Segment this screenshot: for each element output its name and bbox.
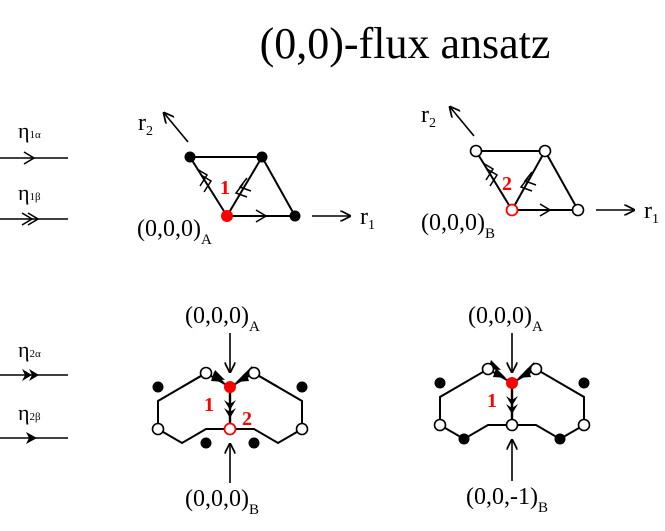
node-filled	[184, 151, 196, 163]
legend-eta-1a-label: η1α	[18, 118, 41, 143]
node-filled	[554, 433, 566, 445]
panel-d-top-label: (0,0,0)A	[468, 303, 543, 335]
node-open	[247, 366, 261, 380]
legend-eta-1b: η1β	[0, 180, 68, 226]
double-filled-arrowhead-icon	[224, 400, 236, 418]
single-open-arrowhead-icon	[539, 203, 552, 217]
node-filled	[289, 210, 301, 222]
panel-d-mark: 1	[487, 390, 497, 412]
legend-eta-2b: η2β	[0, 400, 68, 444]
legend-eta-1a: η1α	[0, 118, 68, 165]
panel-b-bond-arrows	[482, 162, 552, 217]
panel-b-r2-label: r2	[421, 102, 436, 131]
panel-c-mark-right: 2	[242, 408, 252, 430]
panel-a-r1-label: r1	[360, 204, 375, 233]
double-open-arrowhead-icon	[234, 177, 252, 198]
node-filled	[152, 381, 164, 393]
double-filled-arrowhead-icon	[211, 370, 225, 382]
node-open	[577, 418, 591, 432]
node-filled	[458, 433, 470, 445]
node-open	[571, 203, 585, 217]
node-origin-a	[224, 381, 236, 393]
legend-eta-2a-label: η2α	[18, 337, 41, 362]
node-origin-a	[221, 210, 233, 222]
double-filled-arrowhead-icon	[22, 369, 39, 381]
node-open	[529, 362, 543, 376]
node-open	[295, 422, 309, 436]
node-filled	[296, 381, 308, 393]
double-filled-arrowhead-icon	[506, 396, 518, 414]
double-open-arrowhead-icon	[196, 168, 213, 193]
panel-a-triangular-lattice: r2 r1 1 (0,0,0)A	[137, 110, 375, 248]
panel-d-bottom-label: (0,0,-1)B	[466, 484, 548, 516]
node-open	[469, 144, 483, 158]
single-open-arrowhead-icon	[23, 151, 36, 165]
panel-a-r2-label: r2	[138, 110, 153, 139]
node-open	[199, 366, 213, 380]
node-filled	[434, 377, 446, 389]
panel-a-mark: 1	[220, 177, 230, 199]
single-filled-arrowhead-icon	[26, 432, 37, 444]
panel-b-origin-label: (0,0,0)B	[421, 210, 495, 242]
panel-d-honeycomb: (0,0,0)A 1	[433, 303, 591, 516]
panel-c-bottom-label: (0,0,0)B	[185, 486, 259, 518]
panel-c-mark-left: 1	[204, 394, 214, 416]
legend-eta-2a: η2α	[0, 337, 68, 381]
node-open	[538, 144, 552, 158]
page-title: (0,0)-flux ansatz	[260, 19, 551, 68]
node-origin-a	[506, 377, 518, 389]
node-open	[505, 418, 519, 432]
double-open-arrowhead-icon	[519, 171, 537, 192]
node-open	[151, 422, 165, 436]
single-open-arrowhead-icon	[255, 209, 268, 223]
legend-eta-1b-label: η1β	[18, 180, 41, 205]
node-origin-b	[223, 422, 237, 436]
node-open	[433, 418, 447, 432]
node-origin-b	[505, 203, 519, 217]
double-open-arrowhead-icon	[482, 162, 499, 187]
panel-a-bond-arrows	[196, 168, 268, 223]
double-open-arrowhead-icon	[21, 212, 40, 226]
panel-b-mark: 2	[502, 173, 512, 195]
panel-b-r1-label: r1	[644, 198, 659, 227]
node-filled	[578, 377, 590, 389]
panel-b-triangular-lattice: r2 r1 2 (0,0,0)B	[421, 102, 659, 242]
panel-c-top-label: (0,0,0)A	[185, 303, 260, 335]
panel-a-origin-label: (0,0,0)A	[137, 216, 212, 248]
node-filled	[248, 437, 260, 449]
panel-c-honeycomb: (0,0,0)A	[151, 303, 309, 518]
legend: η1α η1β η2α η2β	[0, 118, 68, 444]
node-filled	[256, 151, 268, 163]
node-filled	[200, 437, 212, 449]
legend-eta-2b-label: η2β	[18, 400, 41, 425]
node-open	[481, 362, 495, 376]
